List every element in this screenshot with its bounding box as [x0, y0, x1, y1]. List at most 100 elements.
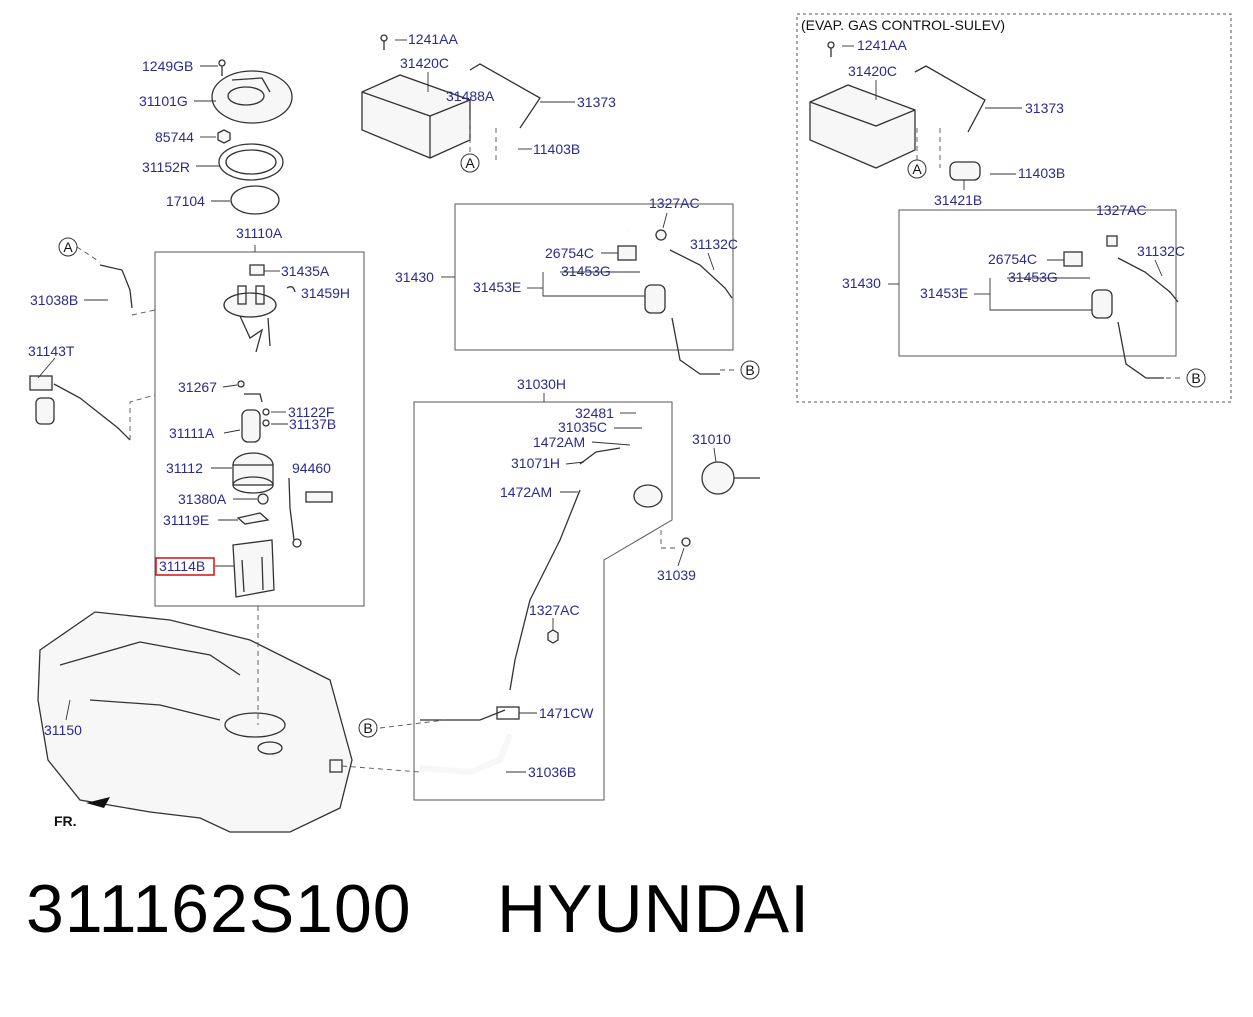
- label-31114b[interactable]: 31114B: [159, 558, 205, 574]
- label-31152r[interactable]: 31152R: [142, 159, 190, 175]
- cover-31101g: [211, 70, 293, 124]
- fuel-pump-module-group: [29, 59, 421, 833]
- label-1472am-lower[interactable]: 1472AM: [500, 484, 552, 500]
- label-31430[interactable]: 31430: [395, 269, 434, 285]
- pipe-31373: [469, 63, 541, 129]
- evap-label-11403b[interactable]: 11403B: [1018, 165, 1065, 181]
- label-32481[interactable]: 32481: [575, 405, 614, 421]
- evap-label-31132c[interactable]: 31132C: [1137, 243, 1185, 259]
- flange-31435a: [223, 264, 296, 353]
- label-31453g[interactable]: 31453G: [561, 263, 611, 279]
- fuel-cap-31010: [701, 461, 760, 495]
- regulator-31380a: [257, 493, 269, 505]
- label-31488a[interactable]: 31488A: [446, 88, 495, 104]
- nut-85744: [217, 129, 231, 144]
- evap-label-31420c[interactable]: 31420C: [848, 63, 897, 79]
- label-31038b[interactable]: 31038B: [30, 292, 78, 308]
- label-31132c[interactable]: 31132C: [690, 236, 738, 252]
- label-1472am-upper[interactable]: 1472AM: [533, 434, 585, 450]
- label-31435a[interactable]: 31435A: [281, 263, 330, 279]
- label-11403b[interactable]: 11403B: [533, 141, 580, 157]
- label-31380a[interactable]: 31380A: [178, 491, 227, 507]
- label-85744[interactable]: 85744: [155, 129, 194, 145]
- label-31150[interactable]: 31150: [44, 722, 82, 738]
- ref-a-evap: [907, 159, 927, 179]
- evap-label-31373[interactable]: 31373: [1025, 100, 1064, 116]
- ref-b-evap: [1186, 368, 1206, 388]
- sensor-31143t: [29, 375, 131, 441]
- filler-neck-box: [413, 401, 673, 801]
- bolt-31039: [681, 537, 691, 547]
- evap-pipe-31373: [914, 65, 986, 133]
- part-footer: 311162S100 HYUNDAI: [0, 870, 1253, 990]
- breather-hose-31071h: [579, 447, 621, 465]
- label-1327ac[interactable]: 1327AC: [649, 195, 700, 211]
- front-marker-label: FR.: [54, 813, 77, 829]
- reference-markers: A A B B A B: [58, 153, 1206, 738]
- bolt-1241aa: [380, 34, 388, 50]
- hose-to-b: [671, 317, 720, 375]
- filler-pipe-31030h: [499, 493, 641, 701]
- evap-valve-26754c: [1063, 251, 1083, 267]
- ring-31152r: [218, 143, 284, 181]
- nut-1327ac-b: [547, 629, 559, 644]
- ref-a-left: [58, 237, 78, 257]
- evap-label-31453e[interactable]: 31453E: [920, 285, 968, 301]
- clip-1327ac: [655, 229, 667, 241]
- pump-module-box: [154, 251, 365, 607]
- part-number: 311162S100: [26, 871, 412, 947]
- label-31035c[interactable]: 31035C: [558, 419, 607, 435]
- evap-clip-1327ac: [1106, 235, 1118, 247]
- leader-lines: [37, 39, 1163, 773]
- label-31110a[interactable]: 31110A: [236, 225, 283, 241]
- label-1241aa[interactable]: 1241AA: [408, 31, 458, 47]
- housing-31112: [232, 452, 274, 494]
- ref-b-evap-label: B: [1191, 370, 1200, 386]
- pump-31111a: [241, 409, 261, 443]
- ref-a-mid: [460, 153, 480, 173]
- label-31036b[interactable]: 31036B: [528, 764, 576, 780]
- hose-31132c: [669, 249, 733, 299]
- evap-label-31453g[interactable]: 31453G: [1008, 269, 1058, 285]
- label-1471cw[interactable]: 1471CW: [539, 705, 594, 721]
- label-1249gb[interactable]: 1249GB: [142, 58, 193, 74]
- gasket-17104: [230, 185, 280, 215]
- label-31030h[interactable]: 31030H: [517, 376, 566, 392]
- fuel-tank-31150: [37, 611, 353, 833]
- label-31112[interactable]: 31112: [166, 460, 203, 476]
- clamp-1471cw: [496, 706, 520, 720]
- label-31119e[interactable]: 31119E: [163, 512, 209, 528]
- evap-filter-31453g: [1091, 289, 1113, 319]
- evap-vapor-box: [898, 209, 1177, 357]
- evap-hose-to-b: [1117, 321, 1164, 379]
- label-31039[interactable]: 31039: [657, 567, 696, 583]
- ref-a-evap-label: A: [912, 161, 922, 177]
- label-17104[interactable]: 17104: [166, 193, 205, 209]
- label-31453e[interactable]: 31453E: [473, 279, 521, 295]
- label-31122f[interactable]: 31122F: [288, 404, 334, 420]
- label-31101g[interactable]: 31101G: [139, 93, 188, 109]
- evap-valve-31421b: [949, 161, 981, 181]
- label-31267[interactable]: 31267: [178, 379, 217, 395]
- label-31420c[interactable]: 31420C: [400, 55, 449, 71]
- label-1327ac-lower[interactable]: 1327AC: [529, 602, 580, 618]
- evap-label-31421b[interactable]: 31421B: [934, 192, 982, 208]
- evap-label-26754c[interactable]: 26754C: [988, 251, 1037, 267]
- evap-label-1241aa[interactable]: 1241AA: [857, 37, 907, 53]
- ref-b-mid-label: B: [745, 362, 754, 378]
- hose-31038b: [99, 264, 133, 309]
- filter-31453g: [644, 284, 666, 314]
- evap-label-1327ac[interactable]: 1327AC: [1096, 202, 1147, 218]
- label-31373[interactable]: 31373: [577, 94, 616, 110]
- label-26754c[interactable]: 26754C: [545, 245, 594, 261]
- sender-94460: [288, 477, 333, 548]
- canister-group: [361, 34, 734, 375]
- label-94460[interactable]: 94460: [292, 460, 331, 476]
- label-31111a[interactable]: 31111A: [169, 425, 215, 441]
- label-31137b[interactable]: 31137B: [289, 416, 336, 432]
- label-31459h[interactable]: 31459H: [301, 285, 350, 301]
- evap-label-31430[interactable]: 31430: [842, 275, 881, 291]
- label-31143t[interactable]: 31143T: [28, 343, 75, 359]
- label-31071h[interactable]: 31071H: [511, 455, 560, 471]
- label-31010[interactable]: 31010: [692, 431, 731, 447]
